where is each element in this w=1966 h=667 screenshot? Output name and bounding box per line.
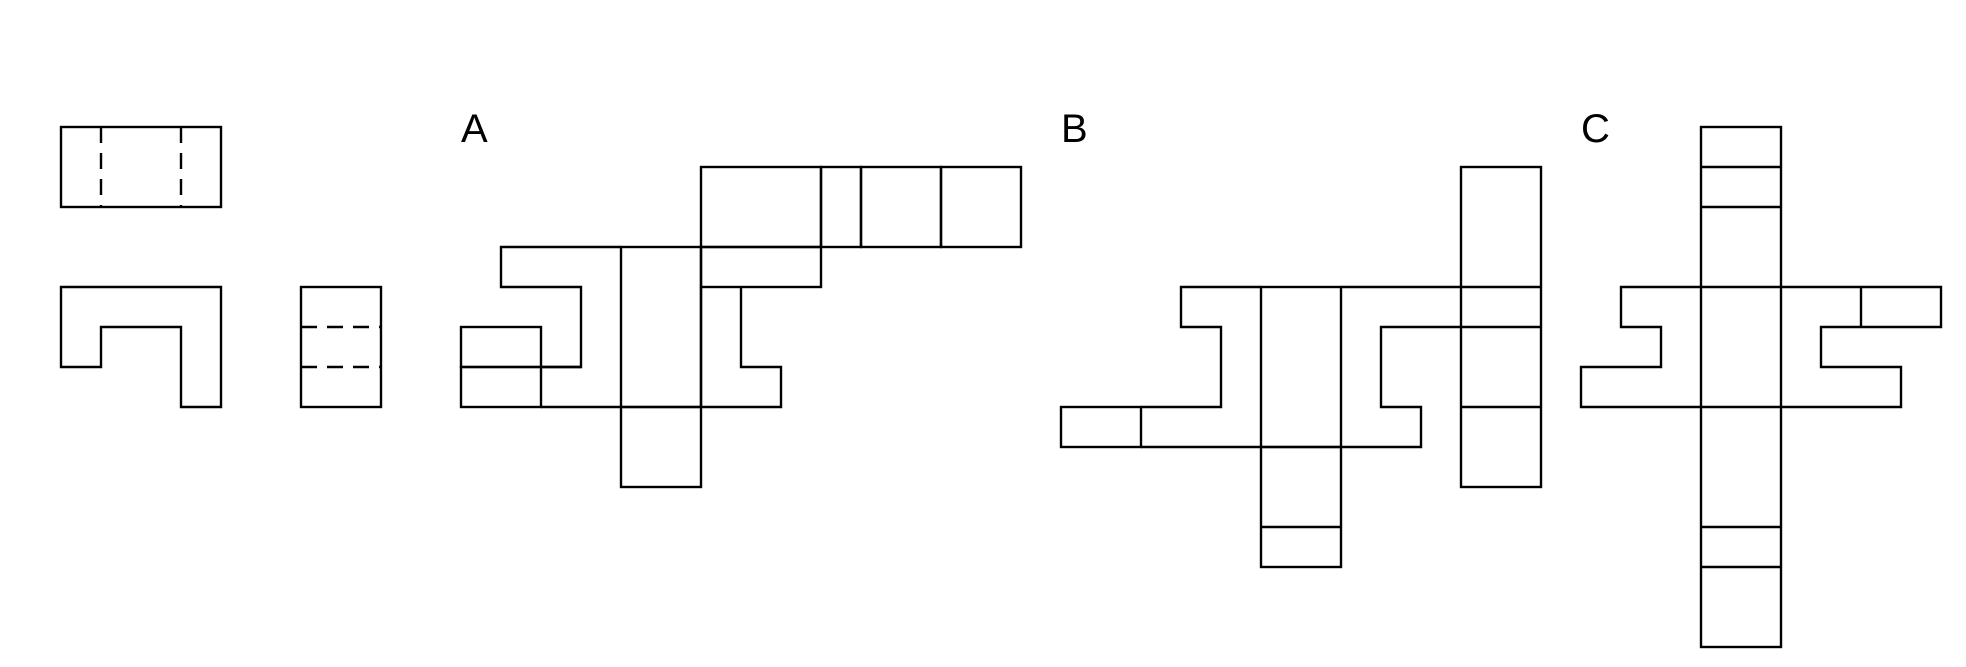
option-c-label: C [1581,107,1610,151]
option-a-label: A [461,107,488,151]
option-b-net: B [1059,107,1543,569]
front-view [59,285,223,409]
side-view [299,285,383,409]
top-view [59,125,223,209]
orthographic-views [59,125,383,409]
option-a-net: A [459,107,1023,489]
option-b-label: B [1061,107,1088,151]
option-c-net: C [1579,107,1943,649]
